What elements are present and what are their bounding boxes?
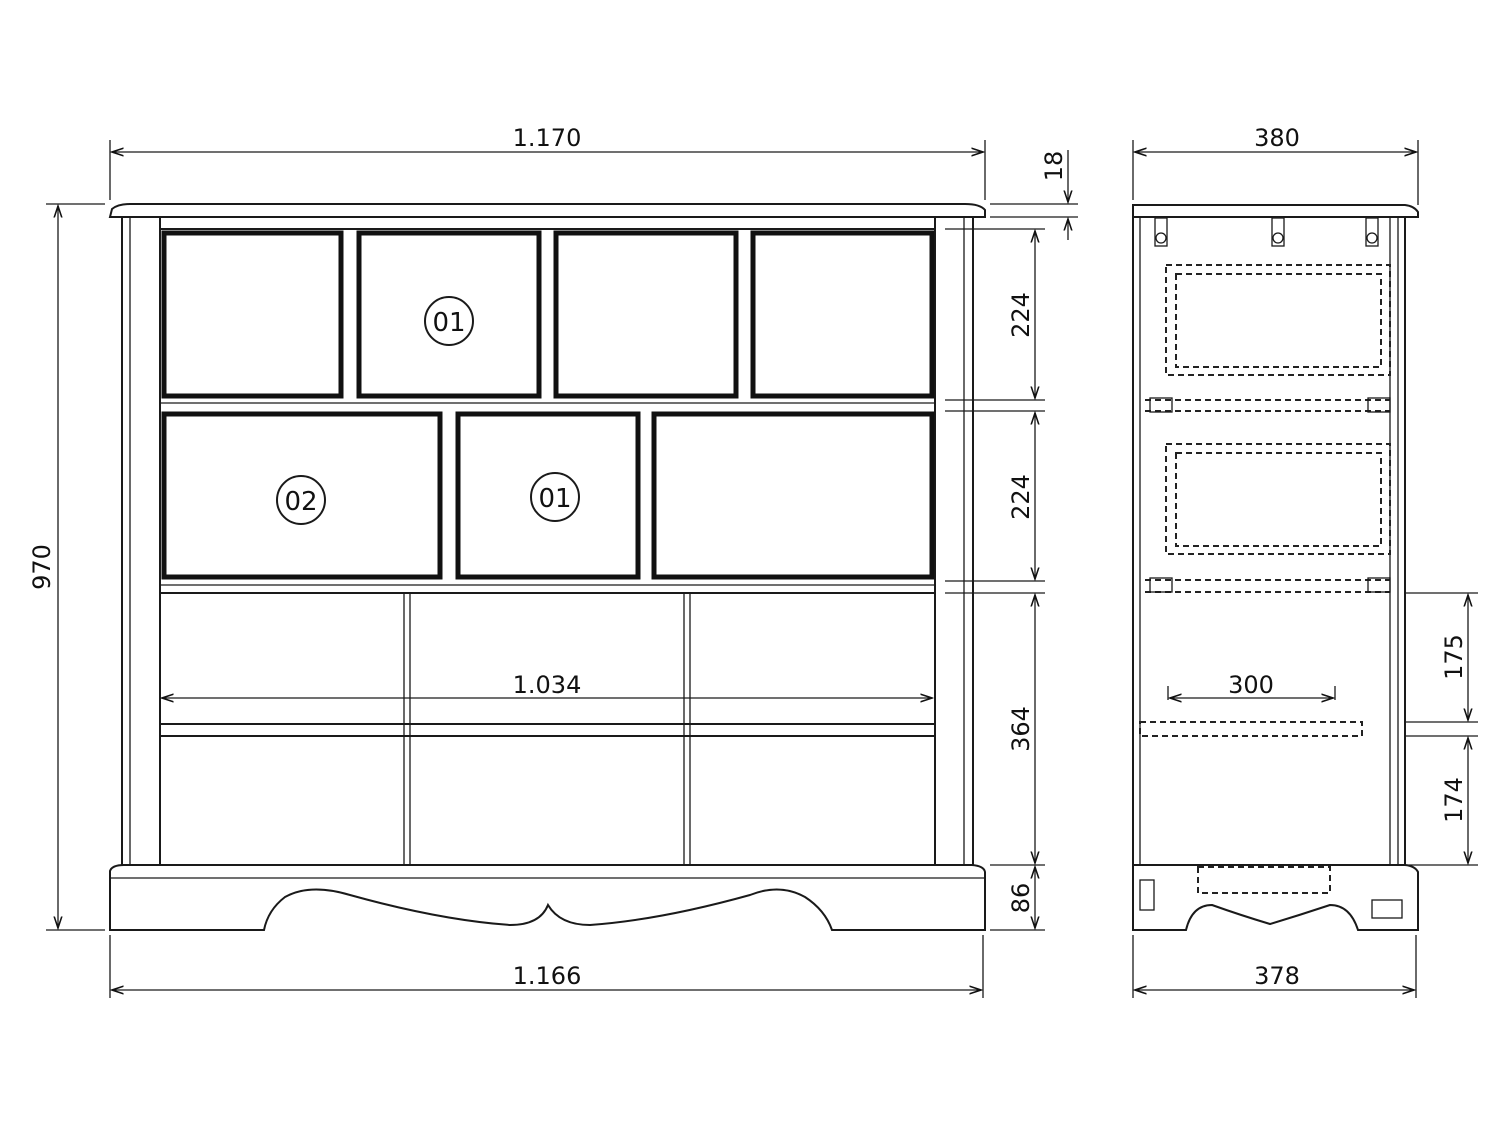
dim-upper-gap: 175 [1440,634,1468,680]
side-drawer-lower [1165,443,1391,555]
dim-plinth-height: 86 [1007,883,1035,914]
drawer-row-1 [160,230,935,404]
dim-depth-bottom: 378 [1254,962,1300,990]
side-plinth [1132,864,1419,931]
dim-lower-gap: 174 [1440,777,1468,823]
front-plinth [109,864,986,931]
drawer [750,230,935,399]
dim-open-height: 364 [1007,706,1035,752]
part-badge-02: 02 [276,475,326,525]
dim-width-bottom: 1.166 [513,962,582,990]
fitting-icons [1149,217,1391,593]
drawer-row-2 [160,411,935,586]
dim-height: 970 [28,544,56,590]
drawer [455,411,641,580]
side-carcass [1132,216,1406,866]
front-left-side [121,216,161,866]
dim-row1-height: 224 [1007,292,1035,338]
dim-top-thickness: 18 [1040,151,1068,182]
svg-text:02: 02 [284,487,317,517]
open-shelving [160,592,935,866]
dim-inner-width: 1.034 [513,671,582,699]
dim-width-top: 1.170 [513,124,582,152]
drawer [356,230,542,399]
part-badge-01: 01 [530,472,580,522]
svg-text:01: 01 [432,308,465,338]
front-top-board [108,203,986,218]
drawer [651,411,935,580]
dim-shelf-depth: 300 [1228,671,1274,699]
part-badge-01: 01 [424,296,474,346]
drawer [161,230,344,399]
front-view: 01 02 01 [108,203,986,931]
side-dimensions: 380 378 175 174 [1132,124,1478,998]
dim-depth-top: 380 [1254,124,1300,152]
drawer [553,230,739,399]
drawer [161,411,443,580]
front-dimensions: 1.170 1.166 970 1.034 18 224 224 364 [28,124,1078,998]
side-drawer-upper [1165,264,1391,376]
svg-text:01: 01 [538,484,571,514]
side-shelf [1139,721,1363,737]
side-top-board [1132,204,1419,218]
dim-row2-height: 224 [1007,474,1035,520]
side-view: 300 [1132,204,1419,931]
front-right-side [934,216,974,866]
